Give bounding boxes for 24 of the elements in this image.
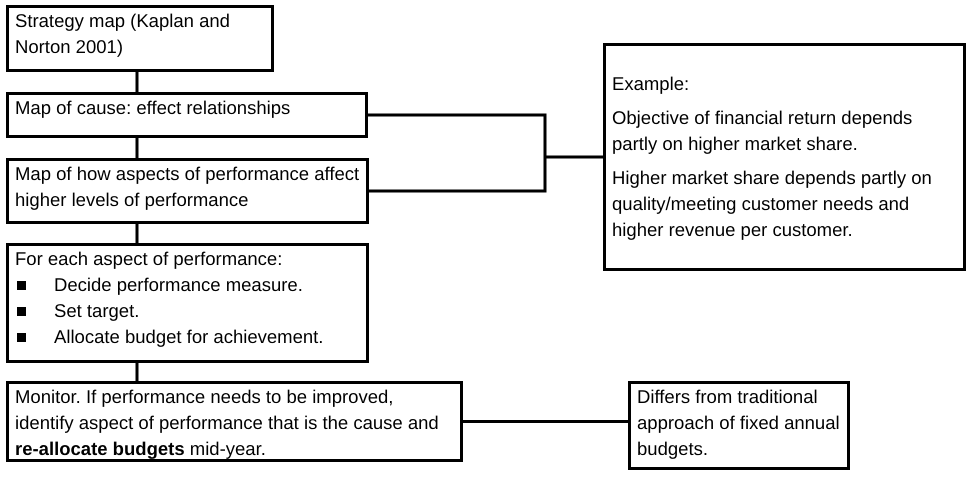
text-box — [6, 243, 369, 363]
text-box — [6, 158, 369, 224]
text-box — [603, 43, 966, 271]
box-text: For each aspect of performance: — [15, 247, 284, 271]
box-text: Differs from traditional approach of fixed annual budgets. — [637, 385, 841, 461]
text-box — [6, 5, 274, 72]
connector-line — [136, 224, 138, 243]
connector-line — [369, 156, 603, 192]
box-text: Higher market share depends partly on quality/meeting customer needs and higher revenue per customer. — [612, 166, 933, 242]
connector-line — [463, 420, 628, 423]
connector-line — [136, 363, 138, 381]
connector-line — [136, 138, 138, 158]
bullet-text: Decide performance measure. — [54, 273, 303, 297]
box-text: Map of cause: effect relationships — [15, 96, 292, 120]
box-text: Objective of financial return depends partly on higher market share. — [612, 106, 914, 156]
box-text: Strategy map (Kaplan and Norton 2001) — [15, 9, 231, 59]
text-box — [6, 92, 368, 138]
box-text: Map of how aspects of performance affect higher levels of performance — [15, 162, 360, 212]
bullet-text: Set target. — [54, 299, 140, 323]
heading-text: Example: — [612, 72, 690, 96]
bullet-text: Allocate budget for achievement. — [54, 325, 324, 349]
box-text: Monitor. If performance needs to be improved, identify aspect of performance that is the cause and re-allocate budgets mid-year. — [15, 385, 440, 461]
text-box — [628, 381, 850, 470]
connector-line — [136, 72, 138, 92]
